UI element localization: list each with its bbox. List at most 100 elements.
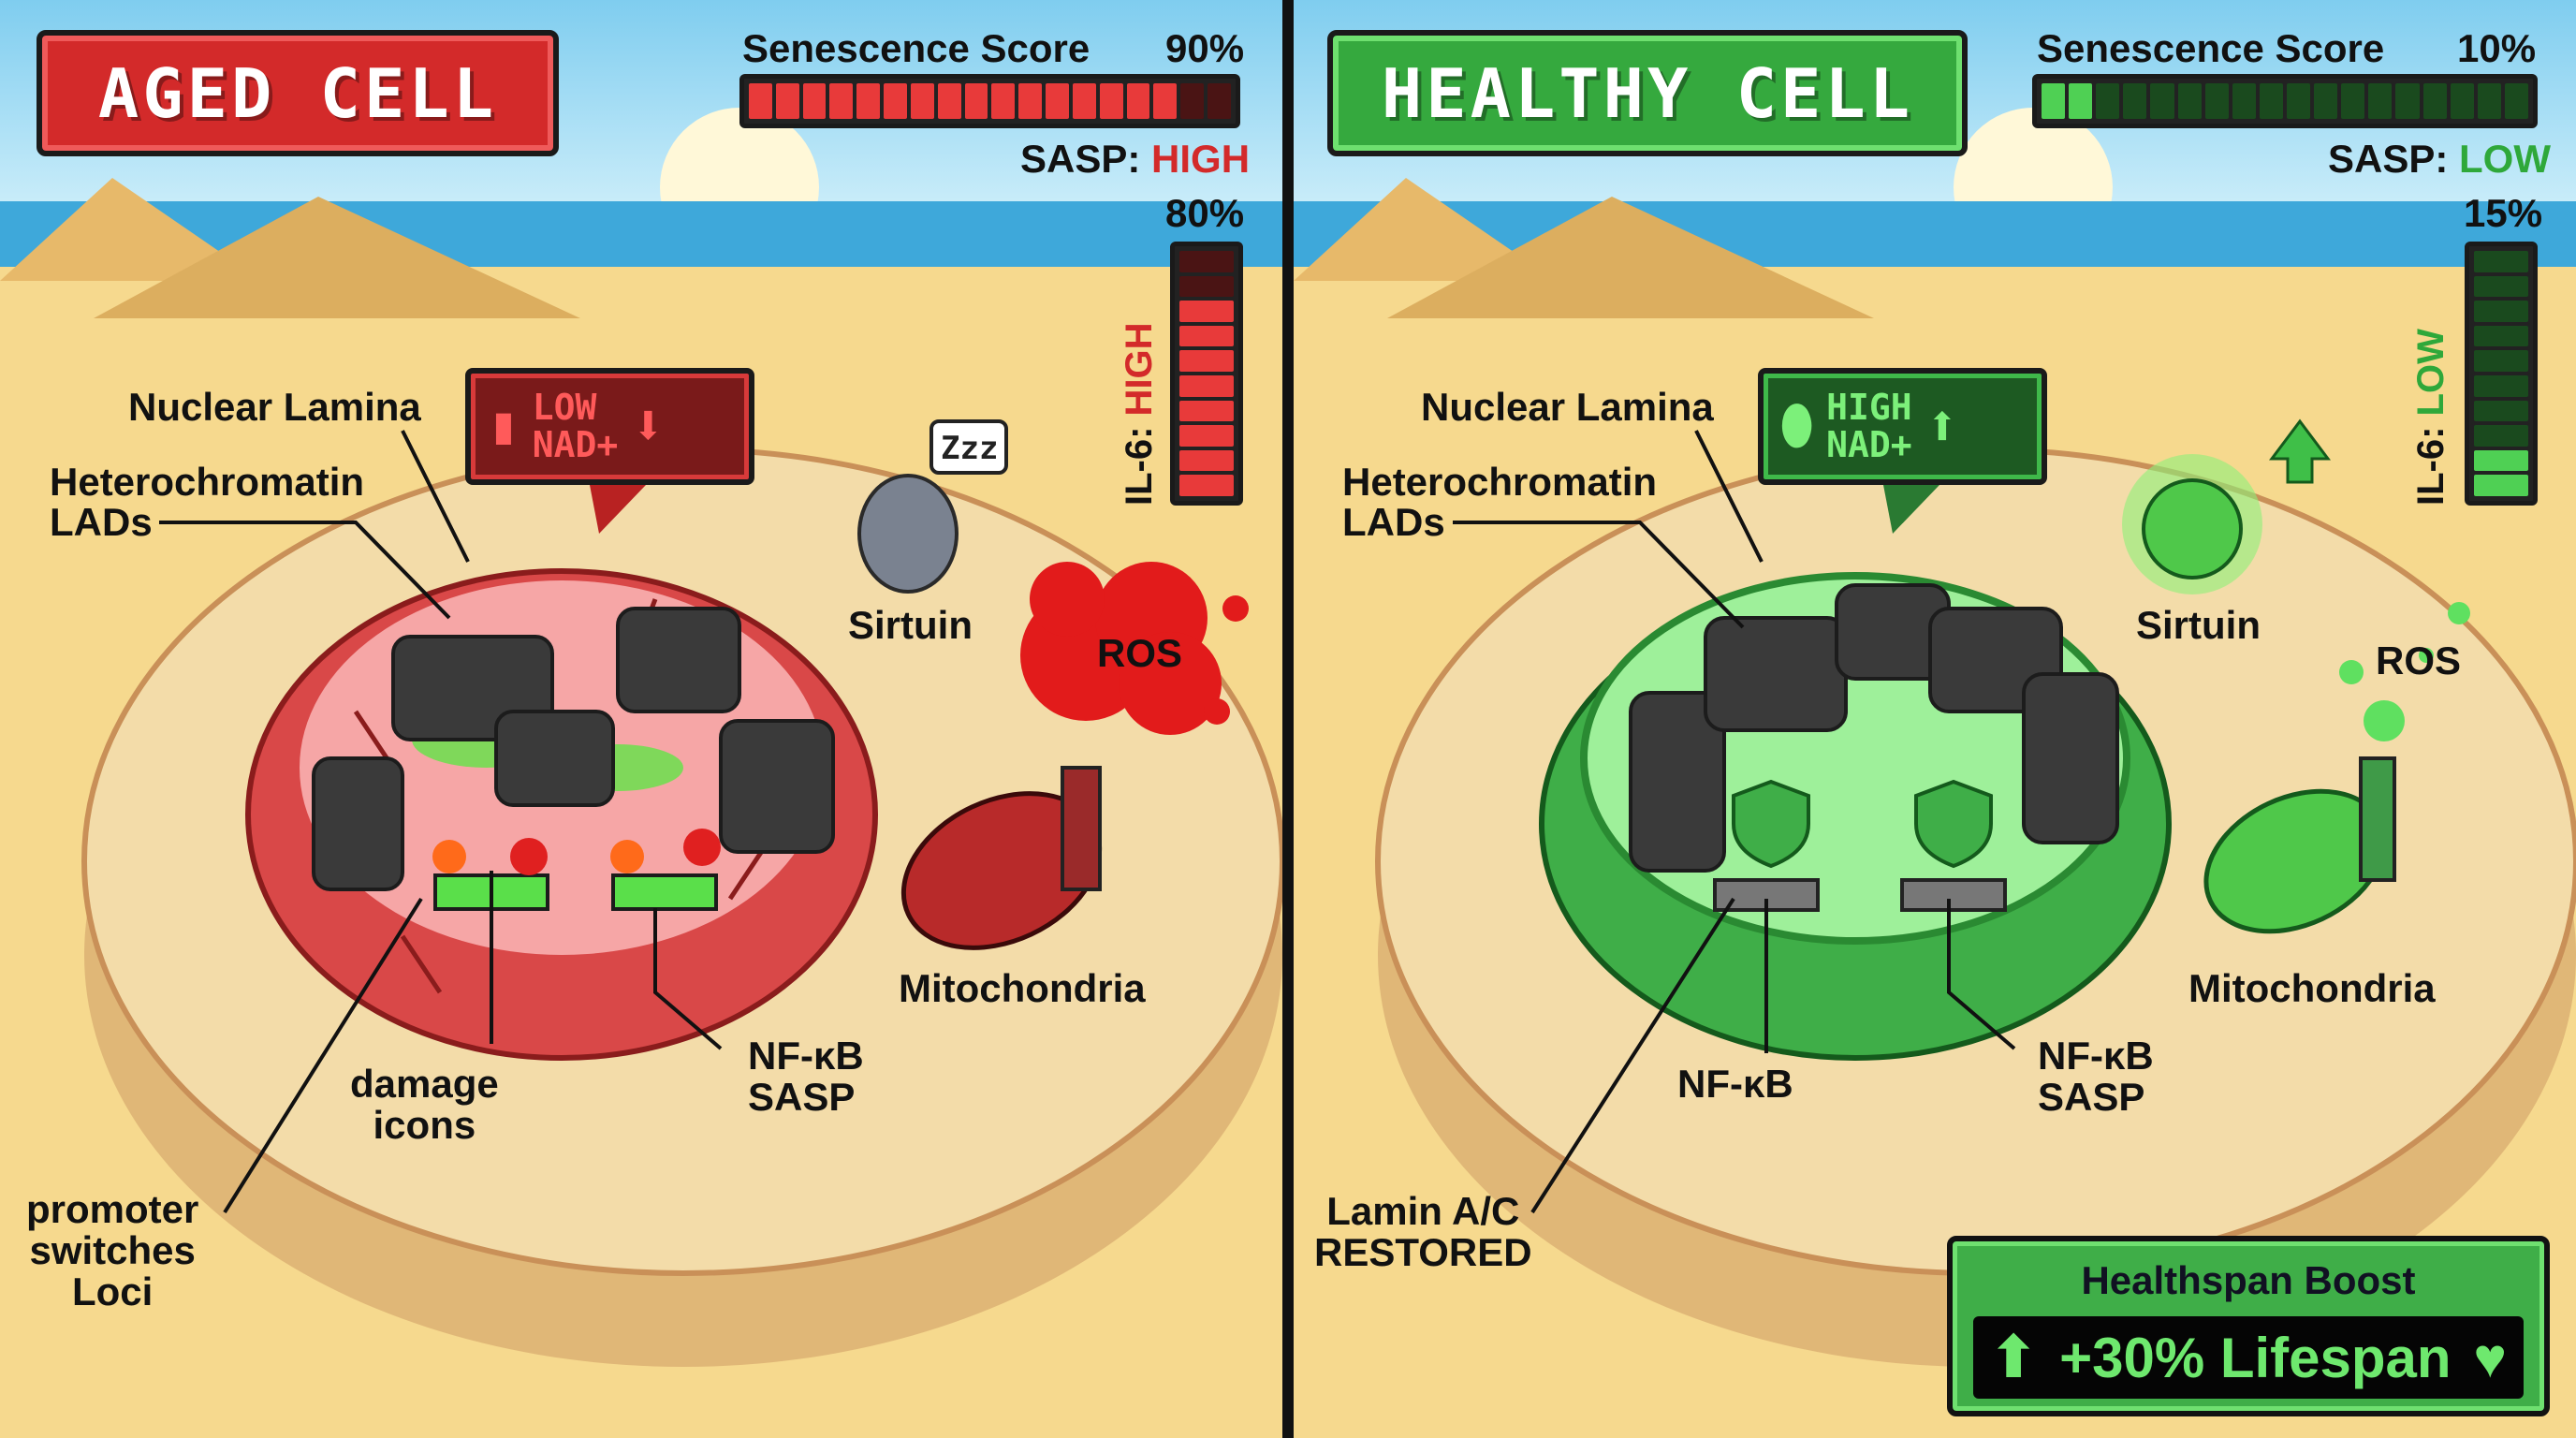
bar-segment [2150,83,2174,119]
nad-name: NAD+ [532,423,619,465]
sasp-line: SASP [748,1075,856,1120]
nad-level: LOW [532,386,597,428]
heart-icon: ♥ [2473,1326,2507,1389]
leader-lines [1453,430,2016,1214]
bar-segment [910,83,934,119]
leader-lines [159,430,723,1214]
bar-segment [2474,449,2528,472]
senescence-label: Senescence Score [2037,26,2385,70]
label-mitochondria: Mitochondria [899,966,1146,1010]
nad-pointer [590,485,646,534]
bar-segment [1179,475,1234,496]
senescence-value: 90% [1165,26,1245,70]
bar-segment [2474,400,2528,422]
bar-segment [1180,83,1205,119]
promoter-switches [432,829,721,911]
bar-segment [856,83,881,119]
bar-segment [2123,83,2147,119]
label-heterochromatin: Heterochromatin [1342,460,1658,504]
damage-line1: damage [350,1062,499,1106]
label-nuclear-lamina: Nuclear Lamina [128,385,421,429]
bar-segment [2474,301,2528,322]
il6-value: HIGH [1119,322,1160,417]
bar-segment [2177,83,2202,119]
boost-value-box: ⬆ +30% Lifespan ♥ [1973,1316,2524,1399]
bar-segment [2504,83,2528,119]
promoter-line1: promoter [26,1187,199,1231]
bar-segment [2474,425,2528,447]
boost-title: Healthspan Boost [2081,1258,2416,1302]
bar-segment [775,83,799,119]
bar-segment [1126,83,1150,119]
sasp-line: SASP [2038,1075,2145,1120]
label-sirtuin: Sirtuin [2136,603,2261,647]
il6-text: IL-6: [1119,426,1160,506]
bar-segment [2474,350,2528,372]
label-heterochromatin: Heterochromatin [50,460,365,504]
bar-segment [1179,325,1234,347]
ros-cloud [1020,562,1249,735]
bar-segment [1179,374,1234,397]
il6-label: IL-6: HIGH [1119,322,1161,506]
aged-scene: Zzz [0,0,1284,1438]
fire-icon [432,840,466,873]
bar-segment [1179,449,1234,472]
dune [1387,197,1874,318]
bar-segment [1208,83,1231,119]
bar-segment [2204,83,2229,119]
bar-segment [884,83,907,119]
shield-icon [1732,779,1810,869]
heterochromatin-blocks [1629,583,2119,873]
boost-value: +30% Lifespan [2059,1326,2452,1389]
ros-small [2339,602,2470,741]
bar-segment [2422,83,2447,119]
lamin-line2: RESTORED [1314,1230,1532,1275]
pill-icon: ⬮ [1780,395,1814,457]
promoter-line3: Loci [72,1269,154,1314]
arrow-up-icon: ⬆ [1990,1326,2038,1388]
il6-bar [1170,242,1243,506]
il6-percent: 15% [2464,191,2543,235]
sasp-status: SASP: HIGH [1020,137,1250,182]
bar-segment [829,83,854,119]
damage-line2: icons [373,1103,476,1148]
bar-segment [2096,83,2120,119]
bar-segment [2474,325,2528,347]
bar-segment [802,83,827,119]
bar-segment [1179,251,1234,272]
bar-segment [1179,350,1234,372]
sasp-label: SASP: [2328,137,2449,181]
arrow-up-icon [2269,418,2331,484]
arrow-up-icon: ⬆ [1925,393,1959,459]
panel-title: AGED CELL [37,30,559,156]
mitochondria-damaged [900,766,1103,950]
label-ros: ROS [1097,631,1183,675]
mitochondria-healthy [2203,756,2396,934]
bottle-icon: ▮ [488,395,520,457]
nfkb-shields [1713,779,2007,912]
label-sirtuin: Sirtuin [848,603,973,647]
nfkb-line: NF-κB [2038,1034,2154,1078]
lamin-line1: Lamin A/C [1326,1189,1520,1233]
nad-pointer [1883,485,1939,534]
bar-segment [2450,83,2474,119]
bar-segment [1179,275,1234,298]
heterochromatin-blocks [312,607,835,891]
healthy-cell-panel: HEALTHY CELL Senescence Score 10% SASP: … [1294,0,2576,1438]
arrow-down-icon: ⬇ [631,393,666,459]
nad-level: HIGH [1826,386,1912,428]
bar-segment [2232,83,2256,119]
bar-segment [2069,83,2093,119]
bar-segment [2395,83,2420,119]
bar-segment [2286,83,2311,119]
bar-segment [2477,83,2501,119]
senescence-bar [2032,74,2538,128]
dune [94,197,580,318]
sirtuin-active [2122,418,2331,594]
label-nuclear-lamina: Nuclear Lamina [1421,385,1714,429]
